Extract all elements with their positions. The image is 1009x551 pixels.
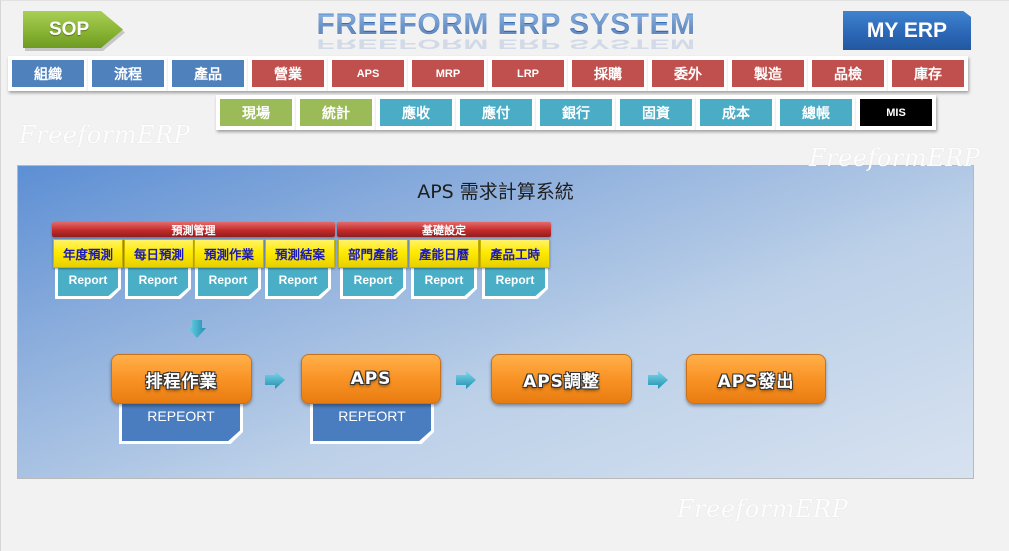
report-capacity-calendar[interactable]: Report — [411, 263, 477, 299]
report-product-hours[interactable]: Report — [482, 263, 548, 299]
nav-item-lrp[interactable]: LRP — [488, 56, 568, 91]
nav-item-label: 流程 — [92, 60, 164, 87]
nav-item-label: 統計 — [300, 99, 372, 126]
nav-item-label: 現場 — [220, 99, 292, 126]
nav-item-inventory[interactable]: 庫存 — [888, 56, 968, 91]
down-arrow-icon — [188, 320, 206, 338]
module-forecast-operation[interactable]: 預測作業 — [194, 239, 264, 268]
report-label: Report — [414, 266, 474, 296]
sop-button[interactable]: SOP — [23, 11, 123, 48]
nav-item-receivable[interactable]: 應收 — [376, 95, 456, 130]
nav-item-label: 庫存 — [892, 60, 964, 87]
report-aps[interactable]: REPEORT — [310, 396, 434, 444]
nav-item-statistics[interactable]: 統計 — [296, 95, 376, 130]
nav-item-cost[interactable]: 成本 — [696, 95, 776, 130]
nav-item-process[interactable]: 流程 — [88, 56, 168, 91]
nav-item-manufacture[interactable]: 製造 — [728, 56, 808, 91]
panel-title: APS 需求計算系統 — [417, 181, 574, 203]
report-label: Report — [58, 266, 118, 296]
right-arrow-icon — [265, 371, 285, 389]
report-label: Report — [268, 266, 328, 296]
nav-item-label: 組織 — [12, 60, 84, 87]
nav-item-shopfloor[interactable]: 現場 — [216, 95, 296, 130]
nav-item-aps[interactable]: APS — [328, 56, 408, 91]
right-arrow-icon — [648, 371, 668, 389]
nav-row-2: 現場 統計 應收 應付 銀行 固資 成本 總帳 MIS — [216, 95, 936, 130]
report-scheduling[interactable]: REPEORT — [119, 396, 243, 444]
flow-aps-release-button[interactable]: APS發出 — [686, 354, 826, 404]
nav-item-org[interactable]: 組織 — [8, 56, 88, 91]
nav-item-label: 應付 — [460, 99, 532, 126]
report-daily-forecast[interactable]: Report — [125, 263, 191, 299]
nav-item-label: LRP — [492, 60, 564, 87]
group-header-basic-settings: 基礎設定 — [337, 222, 551, 237]
my-erp-button[interactable]: MY ERP — [843, 11, 971, 50]
module-product-hours[interactable]: 產品工時 — [480, 239, 550, 268]
nav-item-fixed-assets[interactable]: 固資 — [616, 95, 696, 130]
nav-item-sales[interactable]: 營業 — [248, 56, 328, 91]
nav-item-label: 製造 — [732, 60, 804, 87]
module-forecast-close[interactable]: 預測結案 — [265, 239, 335, 268]
module-daily-forecast[interactable]: 每日預測 — [124, 239, 194, 268]
report-label: REPEORT — [313, 399, 431, 441]
nav-item-label: 營業 — [252, 60, 324, 87]
nav-row-1: 組織 流程 產品 營業 APS MRP LRP 採購 委外 製造 品檢 庫存 — [8, 56, 968, 91]
report-label: REPEORT — [122, 399, 240, 441]
nav-item-label: 固資 — [620, 99, 692, 126]
report-label: Report — [198, 266, 258, 296]
nav-item-bank[interactable]: 銀行 — [536, 95, 616, 130]
nav-item-label: MRP — [412, 60, 484, 87]
nav-item-label: 採購 — [572, 60, 644, 87]
module-dept-capacity[interactable]: 部門產能 — [338, 239, 408, 268]
nav-item-product[interactable]: 產品 — [168, 56, 248, 91]
nav-item-payable[interactable]: 應付 — [456, 95, 536, 130]
report-forecast-close[interactable]: Report — [265, 263, 331, 299]
nav-item-mis[interactable]: MIS — [856, 95, 936, 130]
report-forecast-operation[interactable]: Report — [195, 263, 261, 299]
module-capacity-calendar[interactable]: 產能日曆 — [409, 239, 479, 268]
page-title: FREEFORM ERP SYSTEM — [301, 8, 711, 42]
flow-aps-button[interactable]: APS — [301, 354, 441, 404]
nav-item-label: 委外 — [652, 60, 724, 87]
nav-item-mrp[interactable]: MRP — [408, 56, 488, 91]
nav-item-outsource[interactable]: 委外 — [648, 56, 728, 91]
nav-item-label: APS — [332, 60, 404, 87]
right-arrow-icon — [456, 371, 476, 389]
nav-item-qc[interactable]: 品檢 — [808, 56, 888, 91]
flow-scheduling-button[interactable]: 排程作業 — [111, 354, 252, 404]
watermark: FreeformERP — [677, 495, 849, 523]
module-annual-forecast[interactable]: 年度預測 — [53, 239, 123, 268]
nav-item-label: 成本 — [700, 99, 772, 126]
nav-item-label: 應收 — [380, 99, 452, 126]
report-dept-capacity[interactable]: Report — [340, 263, 406, 299]
nav-item-label: 銀行 — [540, 99, 612, 126]
report-annual-forecast[interactable]: Report — [55, 263, 121, 299]
flow-aps-adjust-button[interactable]: APS調整 — [491, 354, 632, 404]
nav-item-label: MIS — [860, 99, 932, 126]
nav-item-label: 產品 — [172, 60, 244, 87]
report-label: Report — [485, 266, 545, 296]
nav-item-purchase[interactable]: 採購 — [568, 56, 648, 91]
group-header-forecast: 預測管理 — [52, 222, 335, 237]
report-label: Report — [128, 266, 188, 296]
nav-item-label: 總帳 — [780, 99, 852, 126]
report-label: Report — [343, 266, 403, 296]
nav-item-label: 品檢 — [812, 60, 884, 87]
nav-item-ledger[interactable]: 總帳 — [776, 95, 856, 130]
watermark: FreeformERP — [19, 121, 191, 149]
